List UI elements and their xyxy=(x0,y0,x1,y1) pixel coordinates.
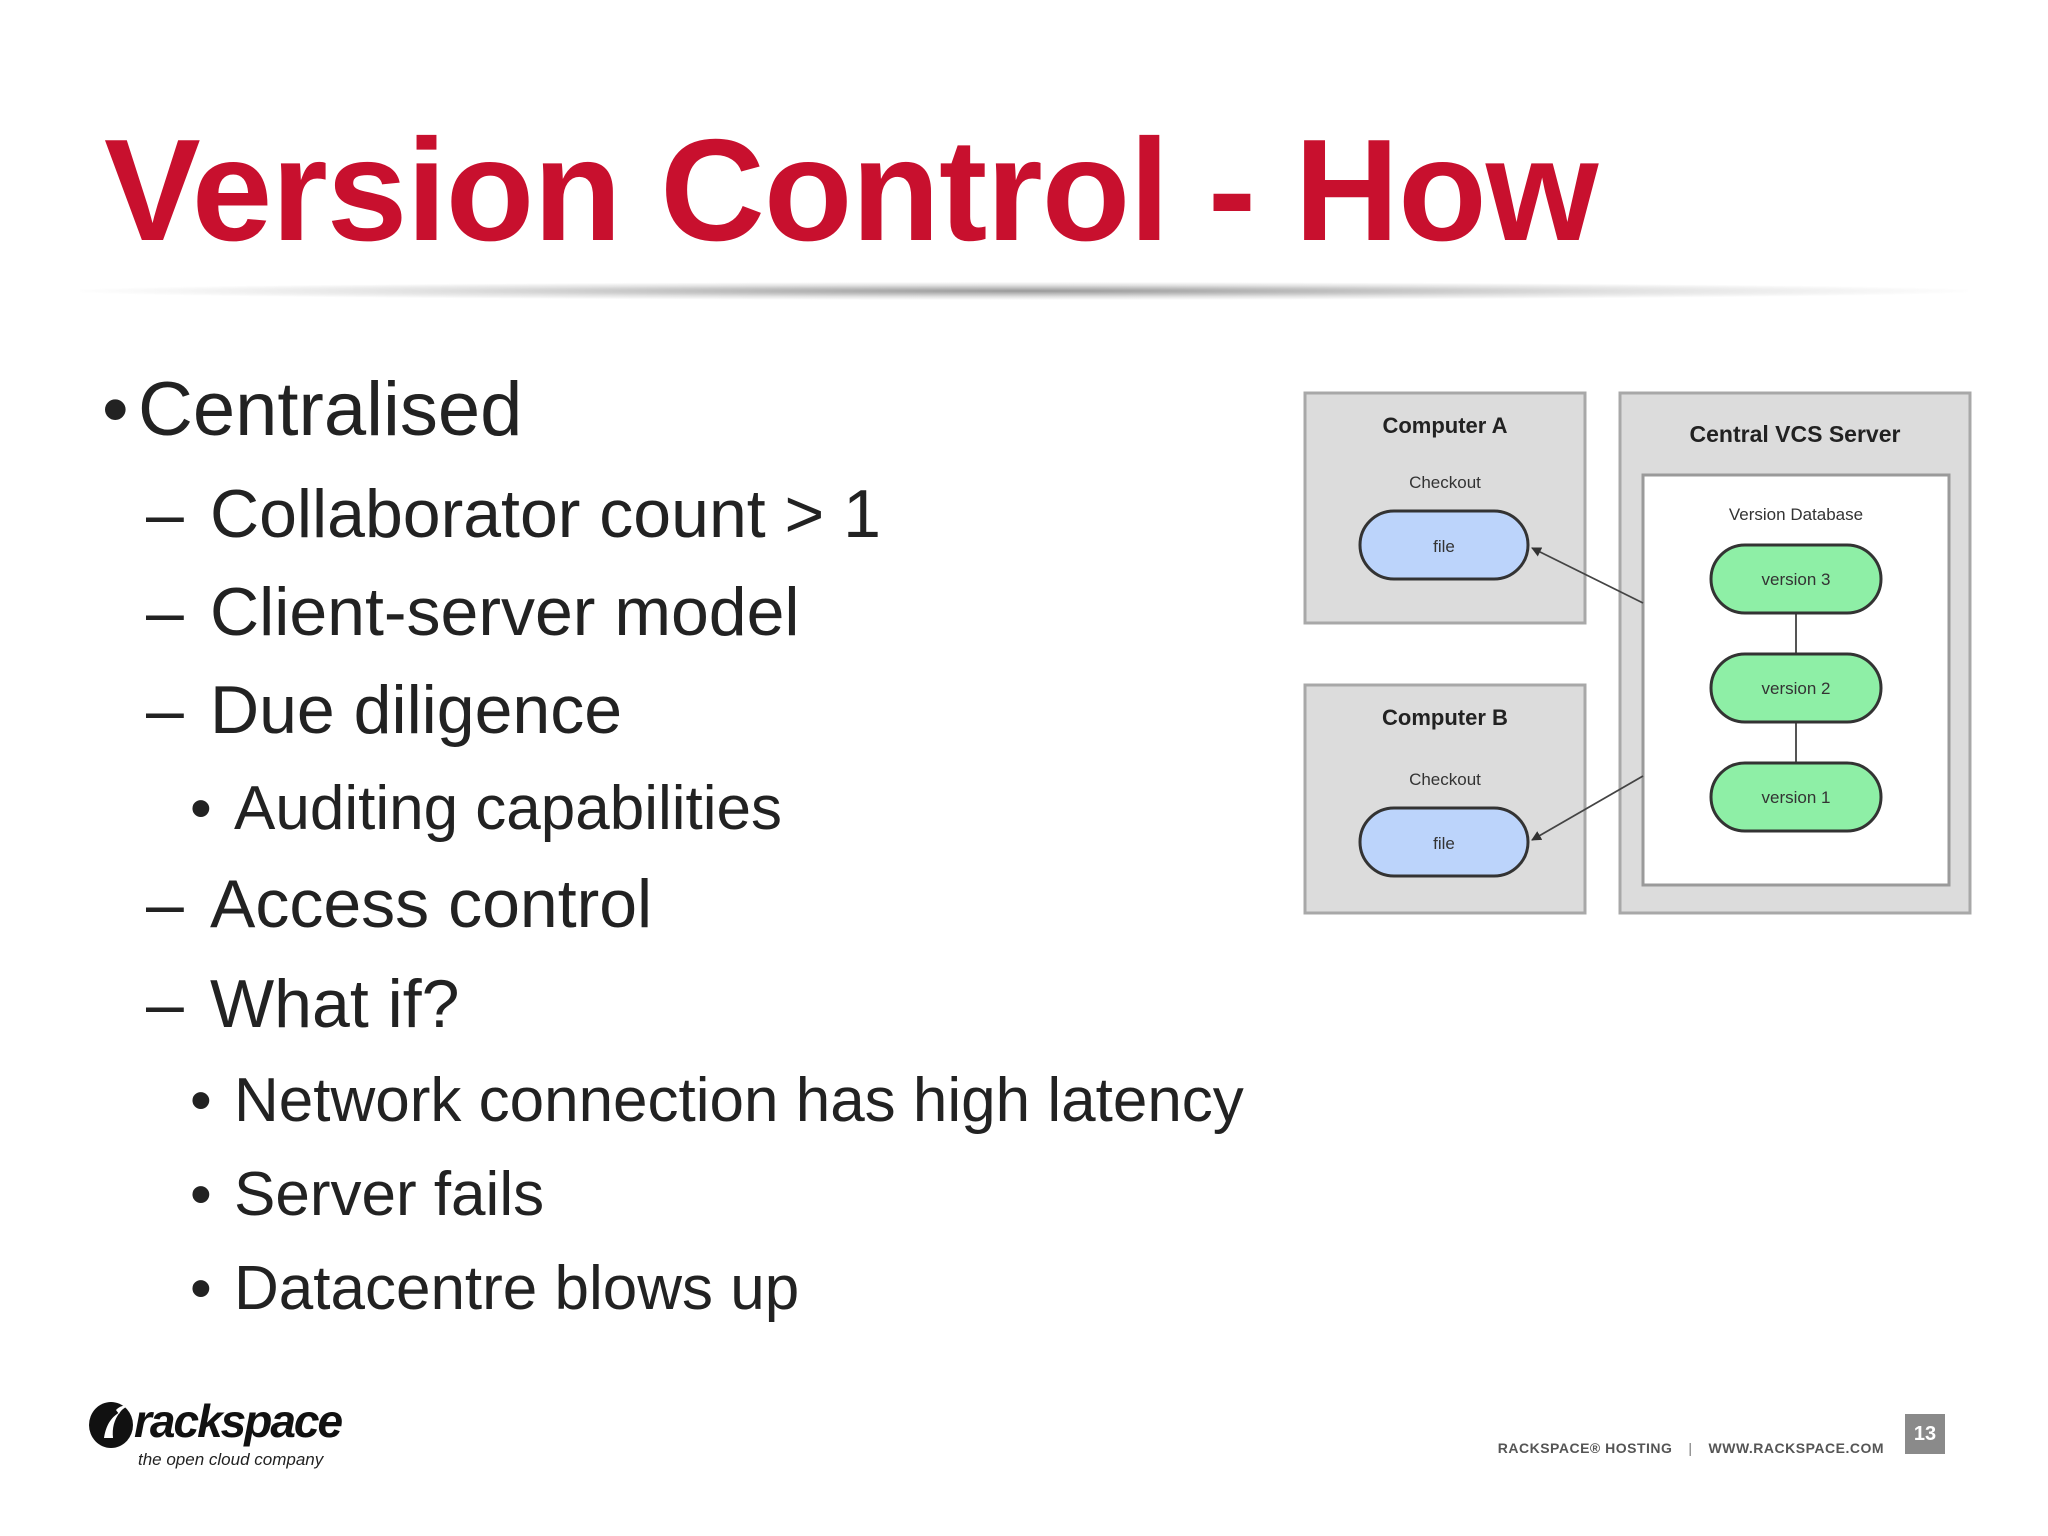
bullet-text: Server fails xyxy=(234,1160,545,1229)
bullet-text: Access control xyxy=(210,866,653,942)
computer-a-panel: Computer A Checkout file xyxy=(1303,391,1587,625)
bullet-item: •Server fails xyxy=(190,1164,544,1226)
bullet-marker: • xyxy=(190,1160,212,1229)
bullet-marker: – xyxy=(146,672,184,748)
page-number: 13 xyxy=(1905,1414,1945,1454)
bullet-item: –Collaborator count > 1 xyxy=(146,480,881,548)
bullet-text: Network connection has high latency xyxy=(234,1066,1244,1135)
central-server-panel: Central VCS Server Version Database vers… xyxy=(1618,391,1972,915)
bullet-text: Client-server model xyxy=(210,574,800,650)
server-title: Central VCS Server xyxy=(1690,421,1901,447)
computer-b-file-label: file xyxy=(1433,834,1455,853)
footer-separator: | xyxy=(1688,1440,1693,1456)
bullet-marker: • xyxy=(190,1066,212,1135)
bullet-marker: – xyxy=(146,966,184,1042)
version-label: version 3 xyxy=(1762,570,1831,589)
version-label: version 2 xyxy=(1762,679,1831,698)
version-node xyxy=(1709,543,1883,615)
computer-b-checkout-label: Checkout xyxy=(1409,770,1481,789)
computer-a-title: Computer A xyxy=(1382,413,1507,438)
bullet-text: Due diligence xyxy=(210,672,623,748)
bullet-marker: • xyxy=(102,367,129,452)
bullet-item: •Datacentre blows up xyxy=(190,1258,799,1320)
footer-text: RACKSPACE® HOSTING | WWW.RACKSPACE.COM xyxy=(1498,1440,1884,1456)
title-divider xyxy=(80,282,1968,300)
footer-company: RACKSPACE® HOSTING xyxy=(1497,1440,1673,1456)
computer-b-title: Computer B xyxy=(1382,705,1508,730)
slide-title: Version Control - How xyxy=(104,109,1598,271)
bullet-text: Centralised xyxy=(138,367,523,452)
computer-b-file-node xyxy=(1358,806,1530,878)
computer-b-panel: Computer B Checkout file xyxy=(1303,683,1587,915)
version-label: version 1 xyxy=(1762,788,1831,807)
version-database-label: Version Database xyxy=(1729,505,1863,524)
logo-tagline: the open cloud company xyxy=(138,1450,324,1469)
bullet-marker: • xyxy=(190,774,212,843)
footer-website: WWW.RACKSPACE.COM xyxy=(1708,1440,1884,1456)
bullet-item: •Auditing capabilities xyxy=(190,778,782,840)
centralized-vcs-diagram: Computer A Checkout file Computer B Chec… xyxy=(1300,388,1975,918)
computer-a-checkout-label: Checkout xyxy=(1409,473,1481,492)
checkout-arrow-a xyxy=(1531,547,1644,604)
computer-a-file-node xyxy=(1358,509,1530,581)
checkout-arrow-b xyxy=(1531,775,1644,841)
bullet-text: Auditing capabilities xyxy=(234,774,783,843)
bullet-text: What if? xyxy=(210,966,460,1042)
bullet-item: •Network connection has high latency xyxy=(190,1070,1244,1132)
bullet-marker: – xyxy=(146,866,184,942)
bullet-marker: – xyxy=(146,476,184,552)
bullet-item: •Centralised xyxy=(102,372,522,448)
bullet-item: –Client-server model xyxy=(146,578,800,646)
computer-a-file-label: file xyxy=(1433,537,1455,556)
bullet-text: Collaborator count > 1 xyxy=(210,476,881,552)
rackspace-logo: rackspace the open cloud company xyxy=(86,1394,346,1474)
bullet-item: –Due diligence xyxy=(146,676,622,744)
bullet-marker: • xyxy=(190,1254,212,1323)
bullet-item: –Access control xyxy=(146,870,652,938)
logo-wordmark: rackspace xyxy=(134,1395,343,1447)
rackspace-logo-icon xyxy=(89,1402,133,1448)
bullet-text: Datacentre blows up xyxy=(234,1254,800,1323)
bullet-item: –What if? xyxy=(146,970,459,1038)
version-node xyxy=(1709,761,1883,833)
version-node xyxy=(1709,652,1883,724)
bullet-marker: – xyxy=(146,574,184,650)
